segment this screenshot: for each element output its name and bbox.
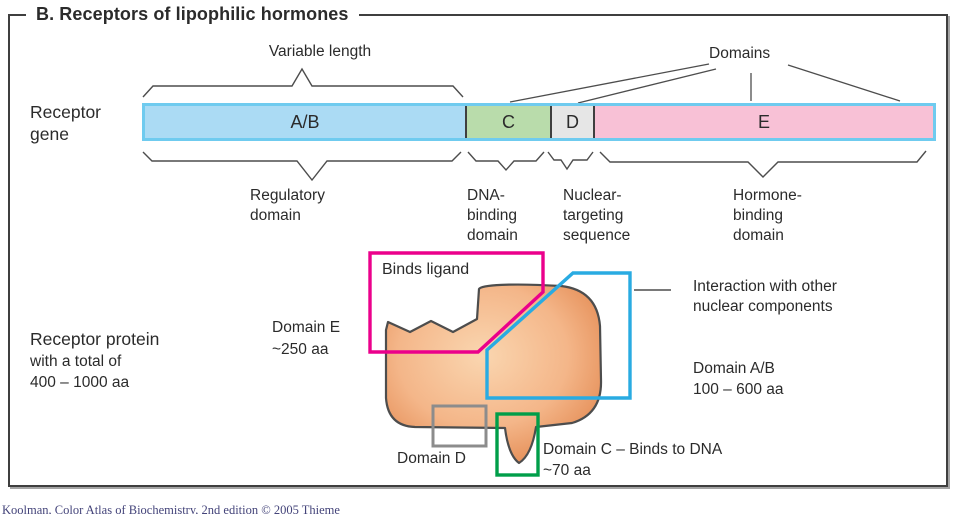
domain-c-outline [495,412,540,477]
gene-segment-c: C [465,106,550,138]
receptor-gene-row-label: Receptor gene [30,102,102,144]
gene-segment-e-label: E [757,112,770,132]
domains-pointer-lines [509,63,901,104]
gene-segment-e: E [593,106,933,138]
hormone-binding-label: Hormone- binding domain [733,187,802,244]
gene-segment-c-label: C [502,112,515,132]
source-caption: Koolman, Color Atlas of Biochemistry, 2n… [2,503,340,514]
figure-title: B. Receptors of lipophilic hormones [26,3,359,25]
gene-segment-d: D [550,106,593,138]
dna-binding-domain-label: DNA- binding domain [467,187,518,244]
domain-e-outline [368,251,545,354]
gene-segment-ab-label: A/B [290,112,320,132]
binds-ligand-label: Binds ligand [382,261,470,278]
region-braces [142,150,927,182]
interaction-label: Interaction with other nuclear component… [693,278,837,315]
gene-segment-ab: A/B [145,106,465,138]
receptor-protein-shape [384,283,603,465]
brace-variable-length [142,67,464,98]
domain-d-label: Domain D [397,450,466,467]
figure-frame [8,14,948,487]
domain-c-label: Domain C – Binds to DNA ~70 aa [543,441,723,479]
domain-e-label: Domain E ~250 aa [272,319,341,358]
domain-ab-label: Domain A/B 100 – 600 aa [693,360,784,398]
receptor-gene-bar: A/B C D E [142,103,936,141]
receptor-protein-heading: Receptor protein [30,329,160,349]
regulatory-domain-label: Regulatory domain [250,187,325,224]
receptor-protein-subheading: with a total of 400 – 1000 aa [30,353,130,391]
domains-label: Domains [709,45,771,62]
nuclear-targeting-label: Nuclear- targeting sequence [563,187,631,244]
domain-d-outline [431,404,488,448]
gene-segment-d-label: D [566,112,579,132]
variable-length-label: Variable length [268,43,372,60]
domain-ab-outline [485,271,632,400]
